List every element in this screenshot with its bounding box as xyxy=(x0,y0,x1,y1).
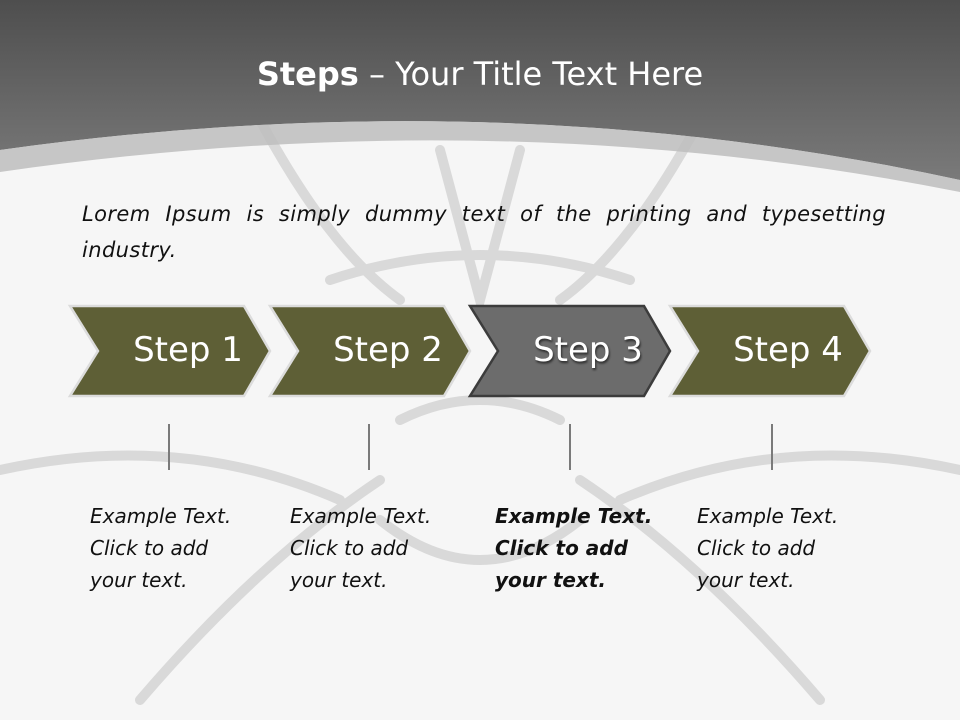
step-label-2[interactable]: Step 2 xyxy=(333,330,443,370)
step-description-3[interactable]: Example Text. Click to add your text. xyxy=(495,500,665,596)
step-description-line: your text. xyxy=(90,568,188,592)
step-label-3[interactable]: Step 3 xyxy=(533,330,643,370)
step-connector-2 xyxy=(368,424,370,470)
header-highlight xyxy=(0,121,960,192)
step-description-line: Example Text. xyxy=(495,504,653,528)
step-description-line: Example Text. xyxy=(90,504,232,528)
step-description-line: Click to add xyxy=(495,536,628,560)
chevron-step-3[interactable] xyxy=(467,304,672,398)
step-description-line: your text. xyxy=(495,568,607,592)
watermark-illustration xyxy=(0,115,960,705)
step-description-4[interactable]: Example Text. Click to add your text. xyxy=(697,500,867,596)
chevron-step-2[interactable] xyxy=(267,304,472,398)
step-description-line: Click to add xyxy=(697,536,816,560)
step-description-2[interactable]: Example Text. Click to add your text. xyxy=(290,500,460,596)
title-rest: – Your Title Text Here xyxy=(358,55,704,93)
intro-text: Lorem Ipsum is simply dummy text of the … xyxy=(82,202,886,262)
step-connector-3 xyxy=(569,424,571,470)
chevron-step-1[interactable] xyxy=(67,304,272,398)
step-description-line: Example Text. xyxy=(697,504,839,528)
step-description-line: Click to add xyxy=(90,536,209,560)
step-description-line: Example Text. xyxy=(290,504,432,528)
step-connector-1 xyxy=(168,424,170,470)
step-description-line: Click to add xyxy=(290,536,409,560)
step-label-1[interactable]: Step 1 xyxy=(133,330,243,370)
header-band xyxy=(0,0,960,180)
step-description-line: your text. xyxy=(697,568,795,592)
page-title: Steps – Your Title Text Here xyxy=(0,52,960,96)
title-bold: Steps xyxy=(256,55,359,93)
chevron-step-4[interactable] xyxy=(667,304,872,398)
step-description-1[interactable]: Example Text. Click to add your text. xyxy=(90,500,260,596)
step-label-4[interactable]: Step 4 xyxy=(733,330,843,370)
step-description-line: your text. xyxy=(290,568,388,592)
step-connector-4 xyxy=(771,424,773,470)
